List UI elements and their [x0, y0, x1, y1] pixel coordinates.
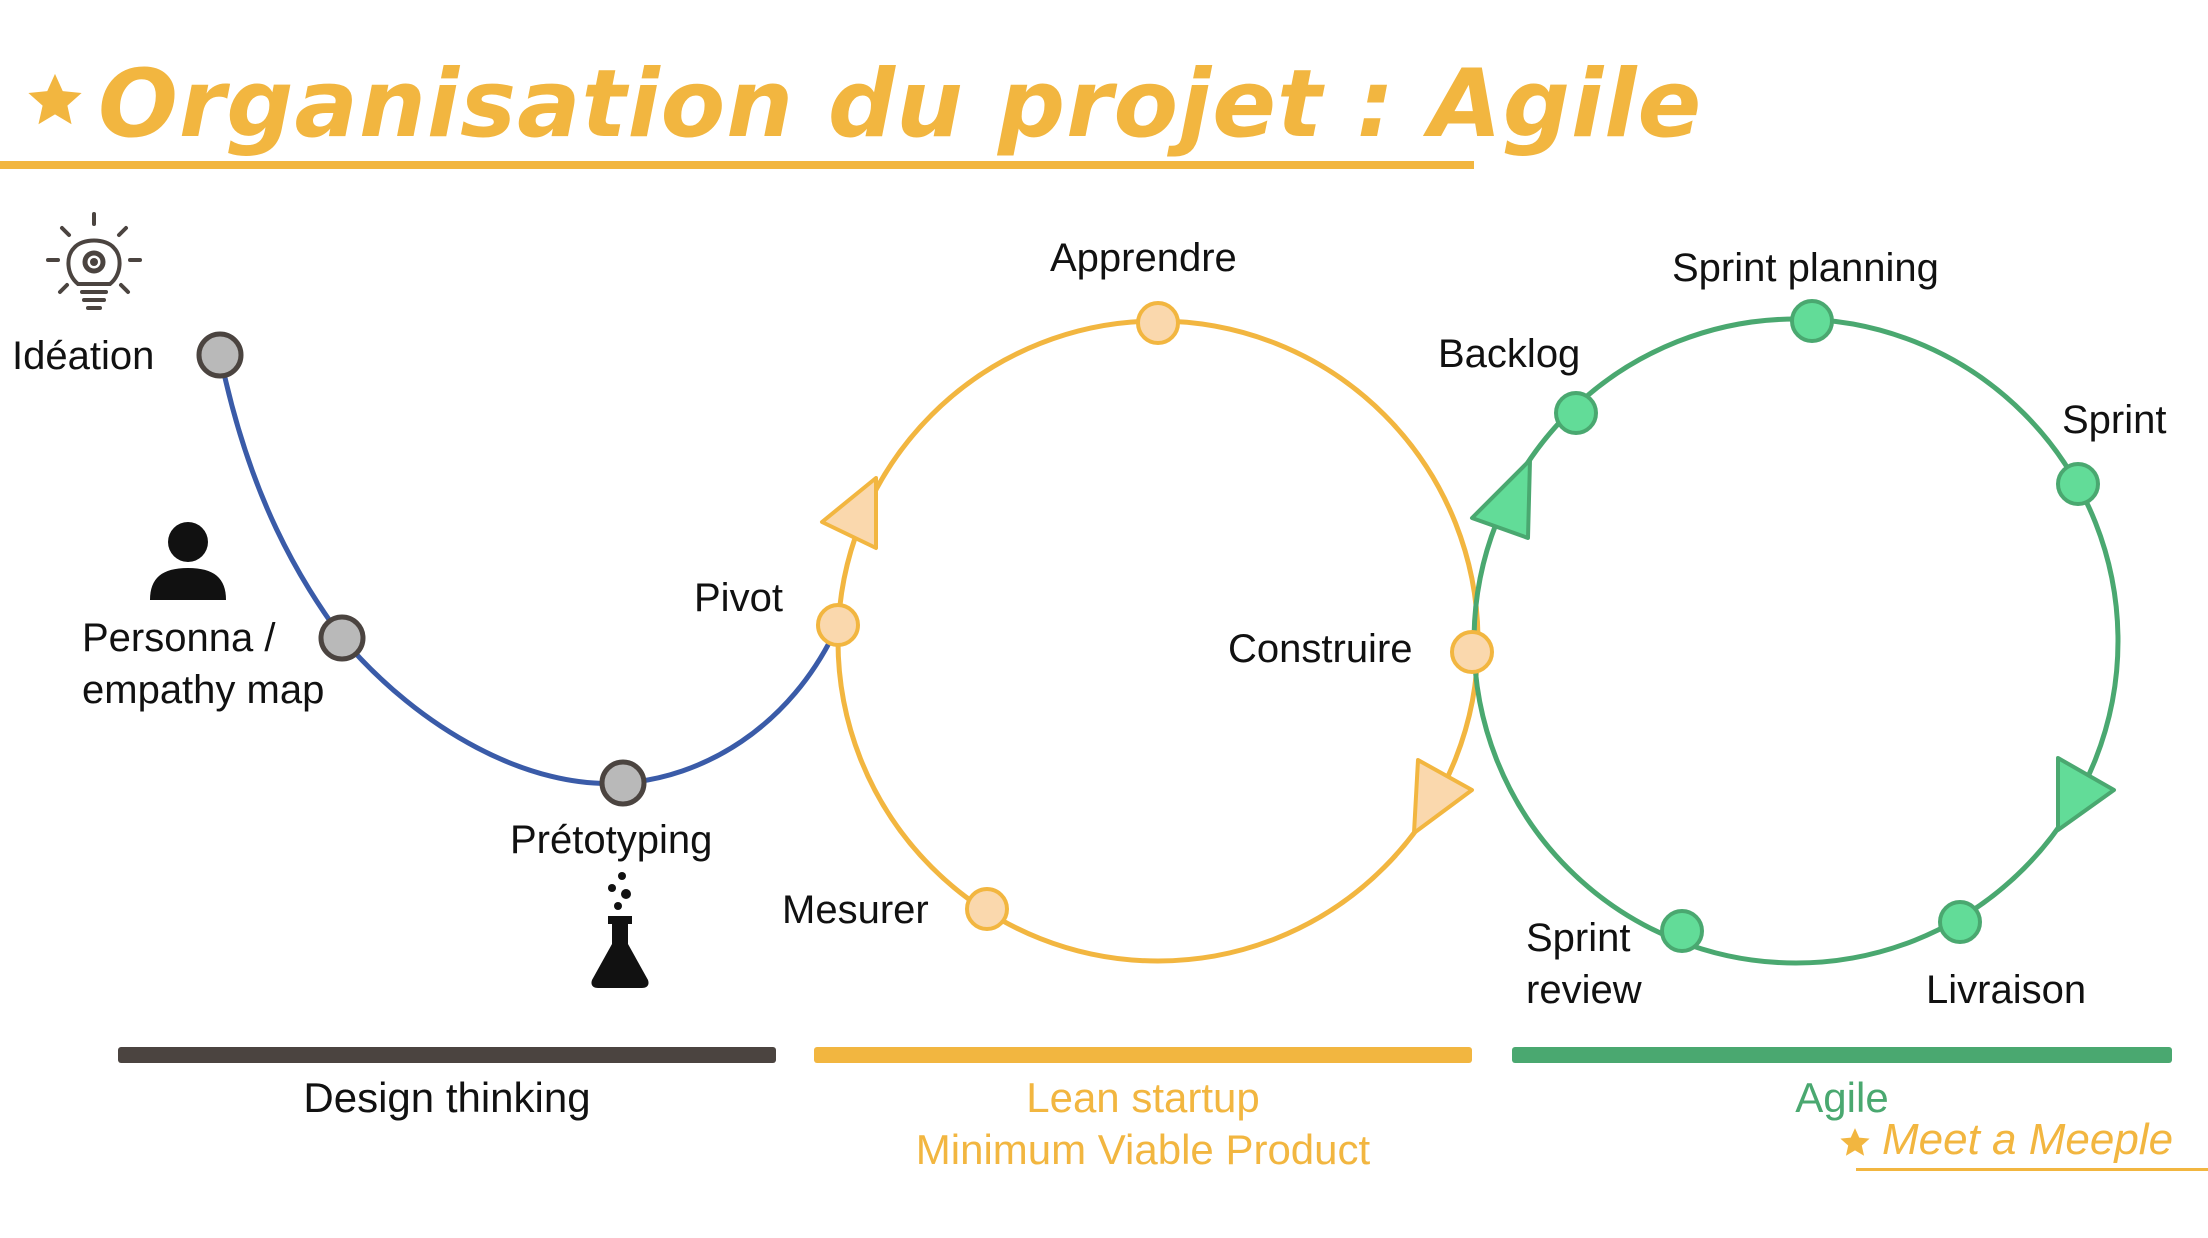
section-design-thinking: Design thinking — [303, 1074, 591, 1121]
lean-startup-bar — [814, 1047, 1472, 1063]
agile-bar — [1512, 1047, 2172, 1063]
lean-arrow-up — [820, 476, 878, 550]
lean-arrow-down — [1412, 758, 1474, 835]
label-sprint-planning: Sprint planning — [1672, 246, 1939, 290]
section-lean-startup: Lean startup — [1026, 1074, 1260, 1121]
label-sprint: Sprint — [2062, 398, 2167, 442]
node-backlog — [1554, 391, 1598, 435]
node-pretotyping — [599, 759, 647, 807]
design-thinking-curve — [217, 354, 841, 787]
node-personna — [318, 614, 366, 662]
label-pivot: Pivot — [694, 576, 783, 620]
label-personna: Personna / — [82, 616, 276, 660]
section-agile: Agile — [1795, 1074, 1889, 1121]
node-ideation — [196, 331, 244, 379]
brand-name: Meet a Meeple — [1882, 1115, 2174, 1164]
node-sprint — [2056, 462, 2100, 506]
node-livraison — [1938, 900, 1982, 944]
node-mesurer — [965, 887, 1009, 931]
design-thinking-bar — [118, 1047, 776, 1063]
label-livraison: Livraison — [1926, 968, 2087, 1012]
label-empathy-map: empathy map — [82, 668, 325, 712]
label-mesurer: Mesurer — [782, 888, 929, 932]
node-pivot — [816, 603, 860, 647]
node-sprint-review — [1660, 909, 1704, 953]
meeple-star-icon — [1840, 1128, 1870, 1156]
brand-underline — [1856, 1168, 2208, 1171]
page-title: Organisation du projet : Agile — [98, 50, 1703, 159]
node-sprint-planning — [1790, 299, 1834, 343]
agile-arrow-up — [1470, 458, 1532, 540]
person-icon — [150, 522, 226, 600]
star-icon — [28, 73, 82, 125]
label-backlog: Backlog — [1438, 332, 1581, 376]
label-apprendre: Apprendre — [1050, 236, 1237, 280]
label-ideation: Idéation — [12, 334, 155, 378]
label-sprint-review-1: Sprint — [1526, 916, 1631, 960]
section-mvp: Minimum Viable Product — [915, 1126, 1371, 1173]
flask-icon — [591, 872, 649, 988]
label-construire: Construire — [1228, 627, 1413, 671]
title-underline — [0, 161, 1474, 169]
node-construire — [1450, 630, 1494, 674]
label-pretotyping: Prétotyping — [510, 818, 713, 862]
agile-arrow-down — [2056, 756, 2116, 832]
label-sprint-review-2: review — [1526, 968, 1642, 1012]
lightbulb-gear-icon — [46, 212, 142, 310]
node-apprendre — [1136, 301, 1180, 345]
